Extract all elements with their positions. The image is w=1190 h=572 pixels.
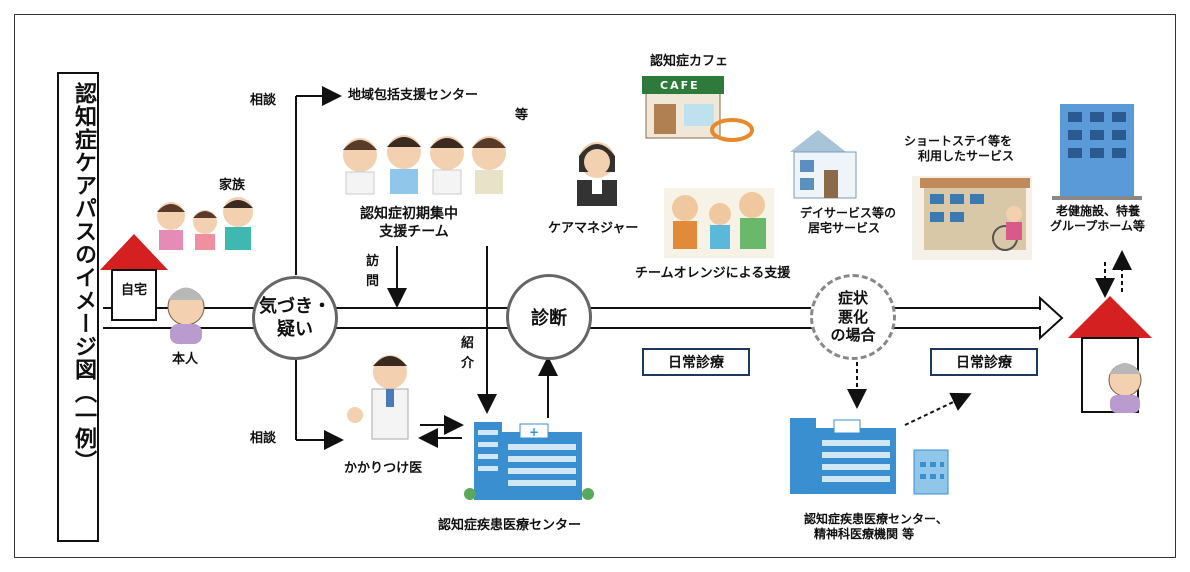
- hospital-right-line2: 精神科医療機関 等: [814, 527, 915, 541]
- person-start-label: 本人: [172, 352, 199, 367]
- worsen-line1: 症状: [837, 288, 868, 307]
- regional-center-label: 地域包括支援センター: [348, 88, 479, 103]
- home-start-house: [100, 234, 168, 321]
- regional-center-etc-label: 等: [515, 108, 529, 123]
- care-manager-illustration: [577, 142, 617, 206]
- family-label: 家族: [219, 178, 246, 193]
- hospital-right-label: 認知症疾患医療センター、 精神科医療機関 等: [804, 512, 948, 542]
- facility-line2: グループホーム等: [1050, 219, 1145, 233]
- dementia-center-hospital: +: [464, 422, 594, 500]
- awareness-node: 気づき・ 疑い: [252, 276, 338, 360]
- referral-line1: 紹: [461, 336, 475, 351]
- team-orange-label: チームオレンジによる支援: [635, 266, 791, 281]
- person-start-illustration: [167, 287, 205, 344]
- team-orange-illustration: [664, 188, 774, 258]
- diagram-title: 認知症ケアパスのイメージ図（一例）: [71, 82, 96, 473]
- family-doctor-illustration: [347, 355, 409, 440]
- short-stay-line1: ショートステイ等を: [904, 134, 1013, 148]
- diagram-title-box: 認知症ケアパスのイメージ図（一例）: [57, 72, 99, 542]
- awareness-line1: 気づき・: [259, 295, 331, 317]
- home-end-house: [1068, 296, 1152, 413]
- home-start-label: 自宅: [121, 283, 148, 298]
- worsen-line3: の場合: [830, 326, 876, 345]
- support-team-illustration: [343, 135, 506, 195]
- short-stay-label: ショートステイ等を 利用したサービス: [904, 134, 1014, 164]
- dementia-cafe-label: 認知症カフェ: [650, 54, 729, 69]
- worsen-node: 症状 悪化 の場合: [810, 274, 896, 360]
- day-service-line2: 居宅サービス: [808, 221, 881, 235]
- diagnosis-node: 診断: [506, 274, 592, 360]
- cafe-illustration: [642, 76, 754, 142]
- return-dashed-arrow: [904, 392, 972, 426]
- right-medical-center: [790, 418, 949, 495]
- facility-line1: 老健施設、特養: [1056, 204, 1141, 218]
- awareness-line2: 疑い: [277, 319, 313, 340]
- visit-line1: 訪: [366, 254, 380, 269]
- referral-label: 紹 介: [461, 336, 474, 373]
- worsen-line2: 悪化: [837, 307, 868, 326]
- daily-care-box-1: 日常診療: [642, 348, 750, 376]
- daily-care-box-2: 日常診療: [930, 348, 1038, 376]
- family-illustration: [157, 197, 253, 250]
- diagram-frame: [14, 14, 1176, 558]
- cafe-sign: CAFE: [660, 79, 700, 92]
- early-team-line2: 支援チーム: [379, 223, 449, 240]
- early-team-line1: 認知症初期集中: [360, 206, 458, 222]
- person-end-illustration: [1108, 363, 1142, 413]
- hospital-right-line1: 認知症疾患医療センター、: [804, 512, 948, 526]
- dementia-center-label: 認知症疾患医療センター: [438, 518, 582, 533]
- consult-upper-label: 相談: [250, 93, 277, 108]
- day-service-label: デイサービス等の 居宅サービス: [800, 206, 896, 236]
- short-stay-building: [912, 176, 1032, 260]
- early-team-label: 認知症初期集中 支援チーム: [360, 206, 458, 241]
- care-manager-label: ケアマネジャー: [548, 221, 639, 236]
- facility-building: [1052, 104, 1142, 200]
- short-stay-line2: 利用したサービス: [918, 149, 1015, 163]
- facility-label: 老健施設、特養 グループホーム等: [1050, 204, 1145, 234]
- visit-label: 訪 問: [366, 254, 379, 291]
- day-service-house: [790, 130, 857, 199]
- referral-line2: 介: [461, 356, 475, 372]
- family-doctor-label: かかりつけ医: [344, 461, 423, 476]
- svg-text:+: +: [529, 425, 539, 439]
- visit-line2: 問: [366, 274, 380, 290]
- consult-lower-label: 相談: [250, 431, 277, 446]
- day-service-line1: デイサービス等の: [800, 206, 897, 220]
